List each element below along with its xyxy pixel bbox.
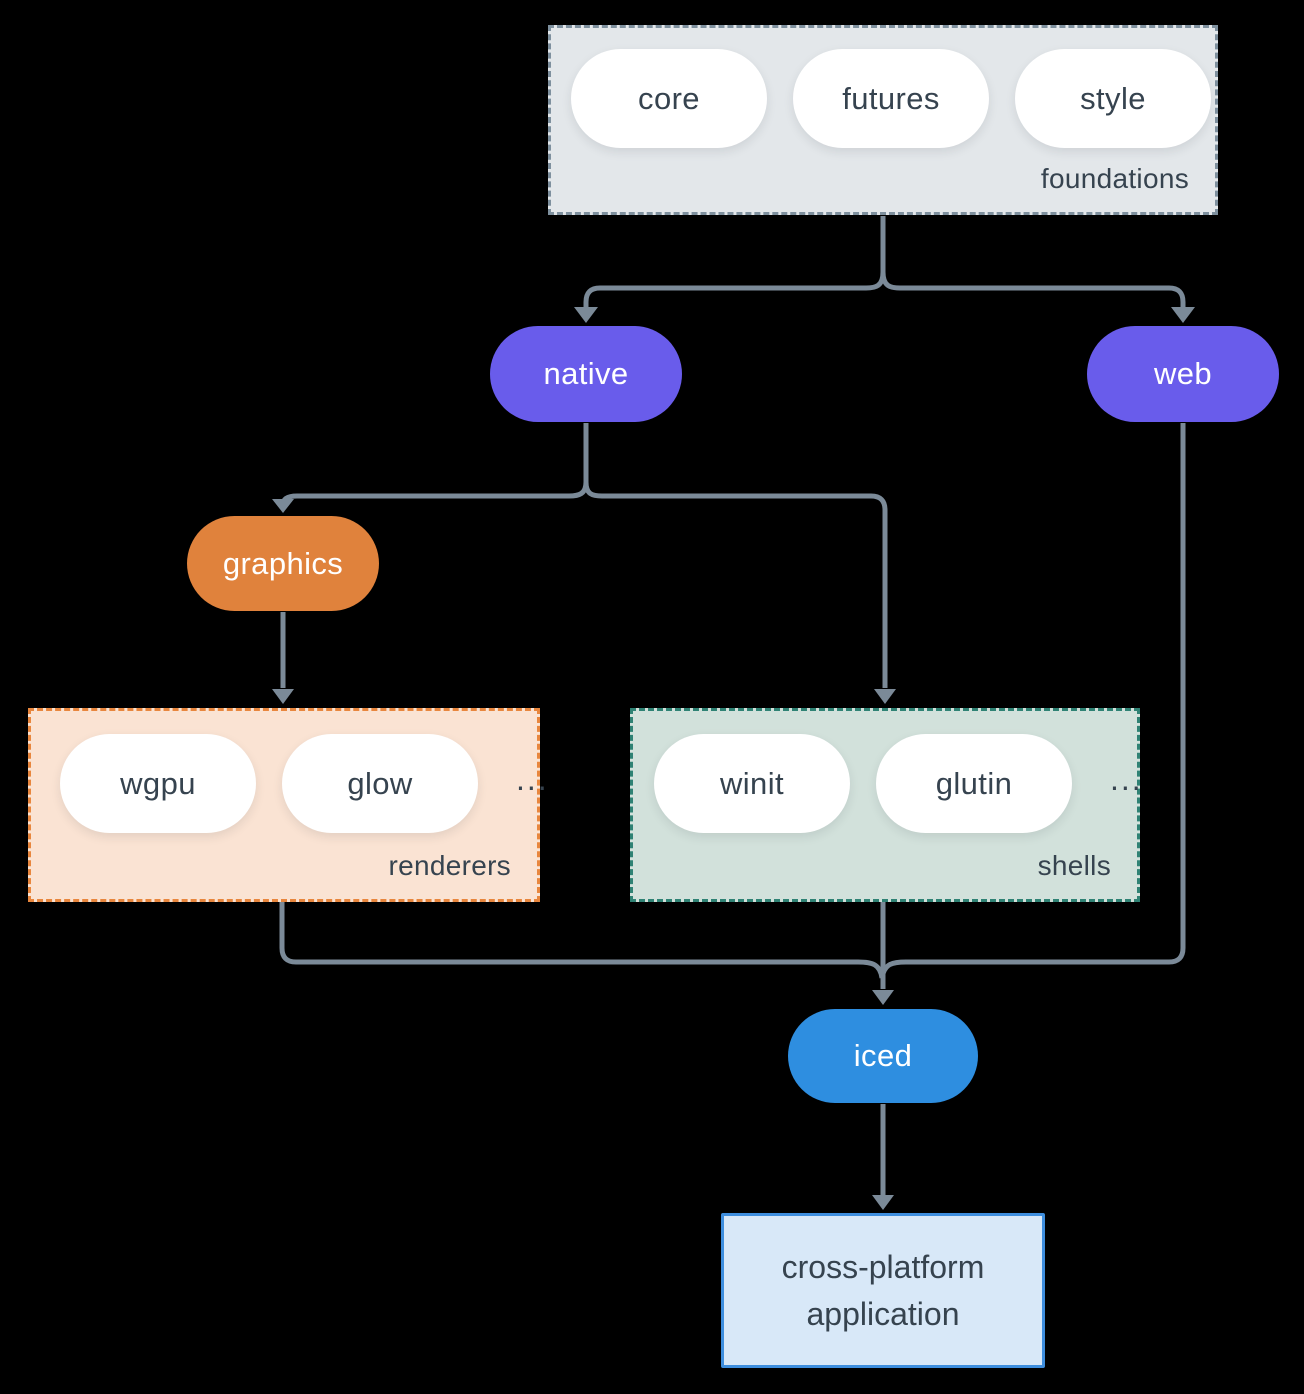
arrowhead-application <box>872 1195 894 1210</box>
edge-renderers-merge <box>279 901 885 979</box>
arrowhead-graphics <box>272 499 294 513</box>
node-core-label: core <box>638 80 700 116</box>
node-futures-label: futures <box>842 80 940 116</box>
node-native-label: native <box>543 356 629 391</box>
node-style: style <box>1015 49 1211 148</box>
arrowhead-native <box>574 307 598 323</box>
node-core: core <box>571 49 767 148</box>
node-application-label: cross-platform application <box>781 1249 985 1332</box>
renderers-pill-row: wgpu glow ... <box>31 711 547 833</box>
arrowhead-shells <box>874 689 896 704</box>
group-label-shells: shells <box>1037 850 1111 881</box>
node-wgpu-label: wgpu <box>120 765 196 801</box>
node-application: cross-platform application <box>721 1213 1045 1368</box>
group-shells: winit glutin ... shells <box>630 708 1141 902</box>
shells-ellipsis: ... <box>1110 761 1143 797</box>
node-iced: iced <box>788 1009 978 1103</box>
shells-pill-row: winit glutin ... <box>633 711 1141 833</box>
edge-native-shells <box>583 481 888 688</box>
node-graphics: graphics <box>187 516 379 611</box>
node-web-label: web <box>1153 356 1213 391</box>
node-graphics-label: graphics <box>222 545 344 581</box>
node-glow: glow <box>282 734 478 833</box>
foundations-pill-row: core futures style <box>551 28 1215 148</box>
node-glutin: glutin <box>876 734 1072 833</box>
edge-web-merge <box>879 423 1186 979</box>
node-wgpu: wgpu <box>60 734 256 833</box>
node-iced-label: iced <box>853 1038 913 1073</box>
group-foundations: core futures style foundations <box>548 25 1218 215</box>
group-label-renderers: renderers <box>388 850 511 881</box>
node-futures: futures <box>793 49 989 148</box>
node-glow-label: glow <box>347 765 413 801</box>
node-style-label: style <box>1080 80 1146 116</box>
node-web: web <box>1087 326 1279 422</box>
group-renderers: wgpu glow ... renderers <box>28 708 547 902</box>
edge-native-graphics <box>280 481 589 506</box>
arrowhead-iced <box>872 990 894 1005</box>
edge-foundations-web <box>880 271 1186 308</box>
node-winit: winit <box>654 734 850 833</box>
node-native: native <box>490 326 682 422</box>
renderers-ellipsis: ... <box>516 761 549 797</box>
arrowhead-renderers <box>272 689 294 704</box>
node-glutin-label: glutin <box>935 765 1013 801</box>
node-winit-label: winit <box>719 765 784 801</box>
group-label-foundations: foundations <box>1040 163 1189 194</box>
edge-foundations-native <box>583 271 886 308</box>
arrowhead-web <box>1171 307 1195 323</box>
